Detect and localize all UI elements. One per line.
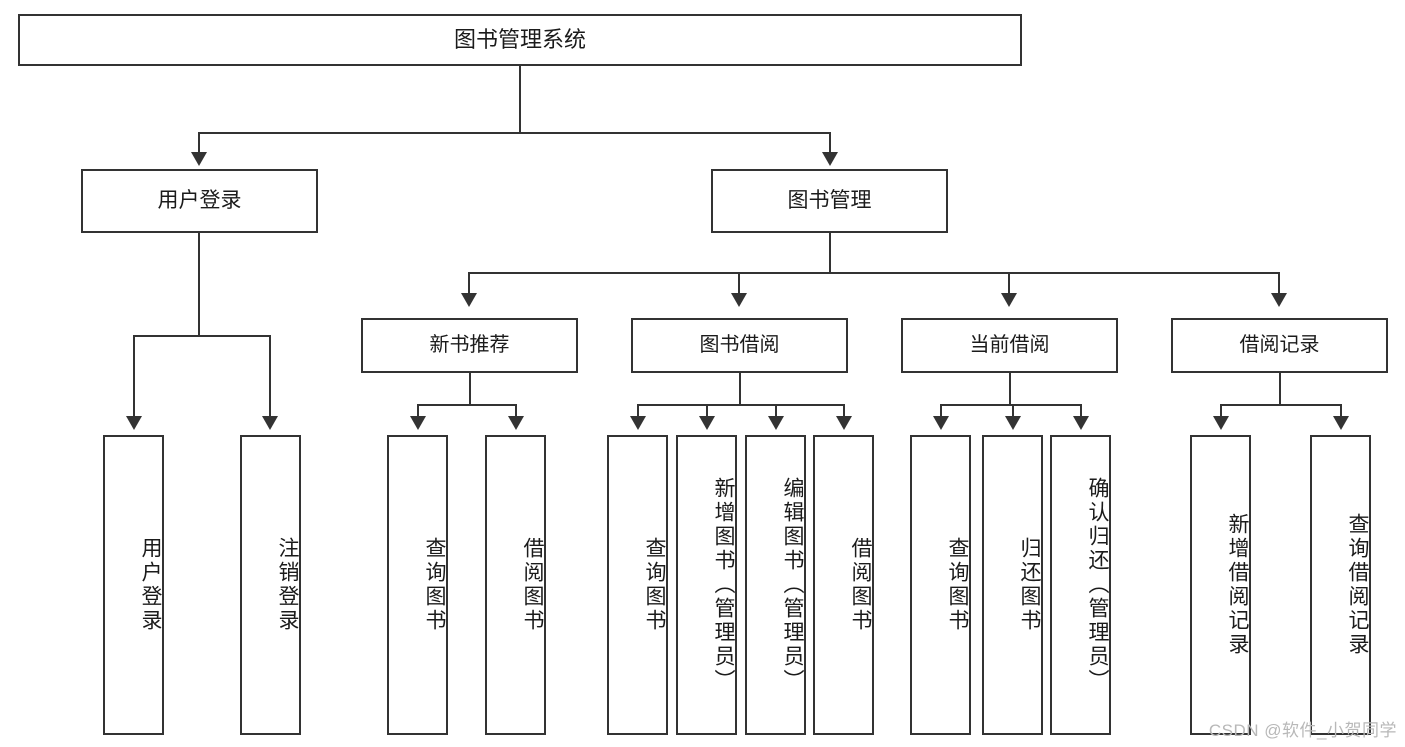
node-user-login[interactable]: 用户登录 — [81, 169, 318, 233]
arrow-current-leaf-2 — [1005, 416, 1021, 430]
node-label: 图书管理系统 — [453, 27, 586, 53]
leaf-borrow-query-books[interactable]: 查询图书 — [607, 435, 668, 735]
connector-root-stem — [519, 66, 521, 132]
node-borrow-records[interactable]: 借阅记录 — [1171, 318, 1388, 373]
arrow-root-to-user — [191, 152, 207, 166]
arrow-book-to-newbook — [461, 293, 477, 307]
connector-record-drop-1 — [1220, 404, 1222, 419]
arrow-record-leaf-1 — [1213, 416, 1229, 430]
arrow-root-to-book — [822, 152, 838, 166]
connector-current-drop-1 — [940, 404, 942, 419]
connector-borrow-drop-1 — [637, 404, 639, 419]
connector-record-bar — [1220, 404, 1341, 406]
watermark: CSDN @软件_小贺同学 — [1208, 721, 1397, 740]
connector-borrow-stem — [739, 373, 741, 405]
leaf-user-logout[interactable]: 注销登录 — [240, 435, 301, 735]
connector-user-drop-1 — [133, 335, 135, 419]
node-label: 新增借阅记录 — [1226, 513, 1249, 657]
connector-root-to-book — [829, 132, 831, 155]
connector-newbook-drop-2 — [515, 404, 517, 419]
node-label: 借阅记录 — [1239, 334, 1320, 356]
leaf-newbook-borrow-books[interactable]: 借阅图书 — [485, 435, 546, 735]
arrow-borrow-leaf-2 — [699, 416, 715, 430]
node-label: 新增图书（管理员） — [712, 477, 735, 693]
arrow-borrow-leaf-1 — [630, 416, 646, 430]
connector-borrow-bar — [637, 404, 844, 406]
arrow-borrow-leaf-4 — [836, 416, 852, 430]
leaf-current-return-books[interactable]: 归还图书 — [982, 435, 1043, 735]
node-label: 归还图书 — [1018, 537, 1041, 633]
connector-book-drop-4 — [1278, 272, 1280, 296]
connector-root-bar — [198, 132, 830, 134]
node-new-book-recommendation[interactable]: 新书推荐 — [361, 318, 578, 373]
leaf-record-query-borrow-record[interactable]: 查询借阅记录 — [1310, 435, 1371, 735]
arrow-current-leaf-3 — [1073, 416, 1089, 430]
connector-user-stem — [198, 233, 200, 335]
node-label: 借阅图书 — [849, 537, 872, 633]
leaf-newbook-query-books[interactable]: 查询图书 — [387, 435, 448, 735]
node-label: 注销登录 — [276, 537, 299, 633]
leaf-current-query-books[interactable]: 查询图书 — [910, 435, 971, 735]
leaf-borrow-borrow-books[interactable]: 借阅图书 — [813, 435, 874, 735]
arrow-borrow-leaf-3 — [768, 416, 784, 430]
leaf-user-login[interactable]: 用户登录 — [103, 435, 164, 735]
arrow-record-leaf-2 — [1333, 416, 1349, 430]
connector-current-bar — [940, 404, 1081, 406]
arrow-newbook-leaf-2 — [508, 416, 524, 430]
connector-borrow-drop-3 — [775, 404, 777, 419]
node-root-system[interactable]: 图书管理系统 — [18, 14, 1022, 66]
connector-book-bar — [468, 272, 1280, 274]
arrow-book-to-record — [1271, 293, 1287, 307]
connector-record-drop-2 — [1340, 404, 1342, 419]
node-label: 图书借阅 — [699, 334, 780, 356]
node-label: 查询图书 — [643, 537, 666, 633]
node-label: 查询图书 — [946, 537, 969, 633]
node-label: 图书管理 — [787, 188, 872, 212]
node-current-borrowing[interactable]: 当前借阅 — [901, 318, 1118, 373]
connector-book-drop-3 — [1008, 272, 1010, 296]
connector-user-bar — [133, 335, 271, 337]
connector-borrow-drop-2 — [706, 404, 708, 419]
leaf-record-add-borrow-record[interactable]: 新增借阅记录 — [1190, 435, 1251, 735]
connector-newbook-stem — [469, 373, 471, 405]
connector-book-drop-1 — [468, 272, 470, 296]
connector-book-stem — [829, 233, 831, 273]
connector-newbook-drop-1 — [417, 404, 419, 419]
connector-current-drop-3 — [1080, 404, 1082, 419]
arrow-user-leaf-2 — [262, 416, 278, 430]
connector-current-stem — [1009, 373, 1011, 405]
leaf-borrow-add-book-admin[interactable]: 新增图书（管理员） — [676, 435, 737, 735]
connector-root-to-user — [198, 132, 200, 155]
node-label: 当前借阅 — [969, 334, 1050, 356]
arrow-user-leaf-1 — [126, 416, 142, 430]
node-label: 确认归还（管理员） — [1086, 477, 1109, 693]
connector-newbook-bar — [417, 404, 517, 406]
connector-borrow-drop-4 — [843, 404, 845, 419]
leaf-current-confirm-return-admin[interactable]: 确认归还（管理员） — [1050, 435, 1111, 735]
node-label: 编辑图书（管理员） — [781, 477, 804, 693]
node-book-management[interactable]: 图书管理 — [711, 169, 948, 233]
connector-user-drop-2 — [269, 335, 271, 419]
connector-record-stem — [1279, 373, 1281, 405]
arrow-newbook-leaf-1 — [410, 416, 426, 430]
arrow-book-to-current — [1001, 293, 1017, 307]
node-book-borrowing[interactable]: 图书借阅 — [631, 318, 848, 373]
node-label: 借阅图书 — [521, 537, 544, 633]
node-label: 用户登录 — [139, 537, 162, 633]
arrow-current-leaf-1 — [933, 416, 949, 430]
arrow-book-to-borrow — [731, 293, 747, 307]
node-label: 用户登录 — [157, 188, 242, 212]
connector-current-drop-2 — [1012, 404, 1014, 419]
node-label: 查询借阅记录 — [1346, 513, 1369, 657]
connector-book-drop-2 — [738, 272, 740, 296]
leaf-borrow-edit-book-admin[interactable]: 编辑图书（管理员） — [745, 435, 806, 735]
node-label: 查询图书 — [423, 537, 446, 633]
node-label: 新书推荐 — [429, 334, 510, 356]
